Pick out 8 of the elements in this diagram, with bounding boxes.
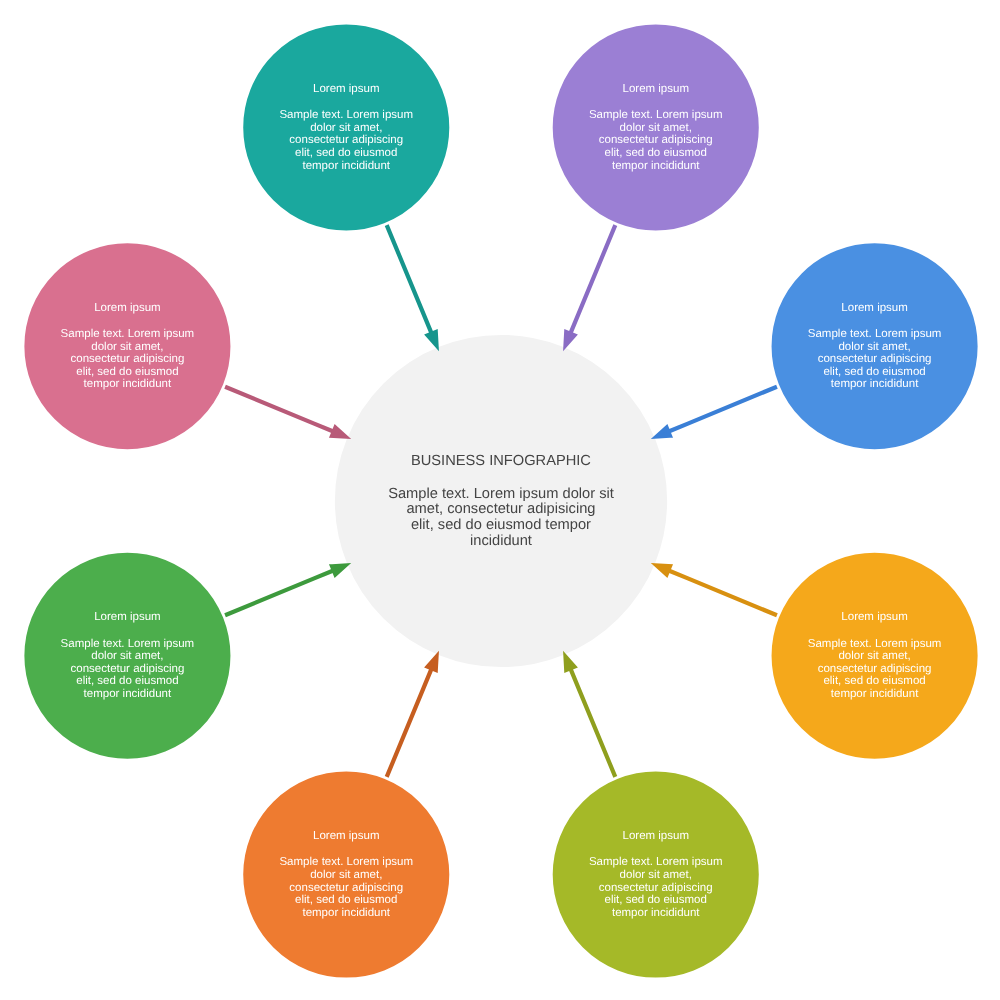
arrow bbox=[562, 649, 617, 777]
arrow bbox=[383, 223, 438, 351]
arrow bbox=[649, 383, 777, 438]
arrow bbox=[223, 562, 351, 617]
arrow bbox=[383, 649, 438, 777]
arrow bbox=[223, 383, 351, 438]
arrow bbox=[649, 562, 777, 617]
arrow bbox=[562, 223, 617, 351]
